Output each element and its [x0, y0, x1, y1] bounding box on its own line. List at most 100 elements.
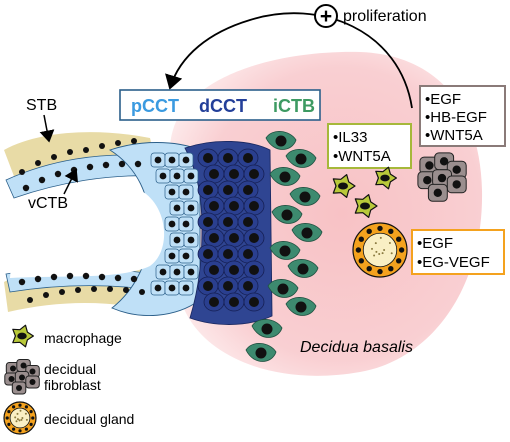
fibroblast-nucleus [10, 365, 16, 372]
macrophage-nucleus [360, 202, 370, 210]
pcct-nucleus [159, 172, 167, 180]
decidual-fibroblast-icon [417, 152, 467, 202]
vctb-label: vCTB [28, 195, 68, 212]
dcct-label: dCCT [199, 96, 247, 116]
gland-secretion [18, 419, 21, 422]
dcct-nucleus [223, 249, 233, 259]
proliferation-arrow [165, 12, 413, 109]
dcct-nucleus [209, 201, 219, 211]
gland-lumen [9, 407, 31, 429]
dcct-nucleus [229, 169, 239, 179]
gland-secretion [373, 254, 376, 257]
stb-nucleus [67, 149, 73, 155]
fibroblast-nucleus [452, 165, 461, 174]
svg-text:+: + [320, 5, 332, 28]
macrophage-nucleus [17, 332, 27, 340]
gland-nucleus [29, 422, 33, 426]
vctb-nucleus [18, 278, 26, 286]
gland-secretion [388, 242, 391, 244]
gland-factor-2: •EG-VEGF [417, 254, 490, 271]
dcct-nucleus [243, 185, 253, 195]
fibroblast-nucleus [29, 368, 36, 375]
stb-label: STB [26, 97, 57, 114]
fibroblast-nucleus [425, 161, 434, 170]
stb-nucleus [51, 154, 57, 160]
gland-nucleus [7, 410, 11, 414]
stb-pointer [39, 114, 55, 143]
gland-nucleus [12, 427, 16, 431]
gland-secretion [374, 242, 377, 245]
gland-secretion [381, 252, 384, 255]
fibroblast-nucleus [423, 176, 432, 185]
gland-lumen [362, 232, 398, 268]
gland-secretion [16, 412, 19, 415]
ictb-label: iCTB [273, 96, 315, 116]
dcct-nucleus [249, 233, 259, 243]
pcct-nucleus [187, 172, 195, 180]
gland-nucleus [366, 228, 372, 234]
pcct-nucleus [168, 188, 176, 196]
dcct-nucleus [223, 217, 233, 227]
plus-icon: + [314, 4, 338, 28]
gland-secretion [14, 416, 17, 419]
fibroblast-nucleus [20, 362, 27, 369]
ictb-nucleus [299, 191, 311, 203]
gland-secretion [378, 253, 381, 255]
legend-fibroblast-label-line2: fibroblast [44, 377, 101, 393]
ictb-nucleus [279, 171, 291, 183]
vctb-nucleus [50, 273, 58, 281]
cell-layer [18, 131, 323, 362]
gland-factor-box [411, 229, 505, 275]
legend-fibroblast-icon [4, 359, 40, 395]
dcct-nucleus [243, 281, 253, 291]
ictb-nucleus [301, 227, 313, 239]
ictb-nucleus [261, 323, 273, 335]
gland-nucleus [388, 228, 394, 234]
ictb-nucleus [281, 209, 293, 221]
dcct-nucleus [229, 297, 239, 307]
stb-nucleus [131, 138, 137, 144]
gland-secretion [25, 418, 28, 421]
gland-nucleus [31, 416, 35, 420]
dcct-nucleus [209, 169, 219, 179]
vctb-nucleus [114, 274, 122, 282]
legend-gland-label: decidual gland [44, 411, 134, 427]
stb-nucleus [83, 147, 89, 153]
pcct-nucleus [154, 156, 162, 164]
fibroblast-factor-2: •HB-EGF [425, 109, 487, 126]
decidual-gland-icon [352, 222, 408, 278]
pcct-nucleus [168, 220, 176, 228]
dcct-nucleus [203, 185, 213, 195]
fibroblast-factor-box [419, 85, 506, 147]
stb-nucleus [75, 287, 81, 293]
pcct-nucleus [159, 268, 167, 276]
legend-gland-icon [3, 401, 37, 435]
gland-nucleus [24, 405, 28, 409]
stb-nucleus [123, 287, 129, 293]
dcct-nucleus [203, 281, 213, 291]
dcct-nucleus [209, 233, 219, 243]
gland-nucleus [29, 410, 33, 414]
pcct-label: pCCT [131, 96, 179, 116]
pcct-nucleus [187, 268, 195, 276]
legend-macrophage-icon [12, 324, 35, 348]
pcct-nucleus [173, 236, 181, 244]
ictb-nucleus [295, 301, 307, 313]
gland-nucleus [366, 266, 372, 272]
gland-nucleus [12, 405, 16, 409]
fibroblast-nucleus [437, 173, 447, 183]
dcct-nucleus [223, 185, 233, 195]
pcct-nucleus [187, 204, 195, 212]
dcct-nucleus [249, 297, 259, 307]
vctb-nucleus [54, 170, 62, 178]
pcct-nucleus [182, 284, 190, 292]
dcct-nucleus [249, 265, 259, 275]
gland-nucleus [377, 225, 383, 232]
stb-nucleus [99, 143, 105, 149]
legend: macrophage decidual fibroblast decidual … [3, 324, 134, 435]
dcct-nucleus [243, 217, 253, 227]
proliferation-label: proliferation [343, 8, 427, 25]
legend-fibroblast-label-line1: decidual [44, 361, 96, 377]
stb-nucleus [27, 297, 33, 303]
villus-lumen [10, 183, 165, 278]
